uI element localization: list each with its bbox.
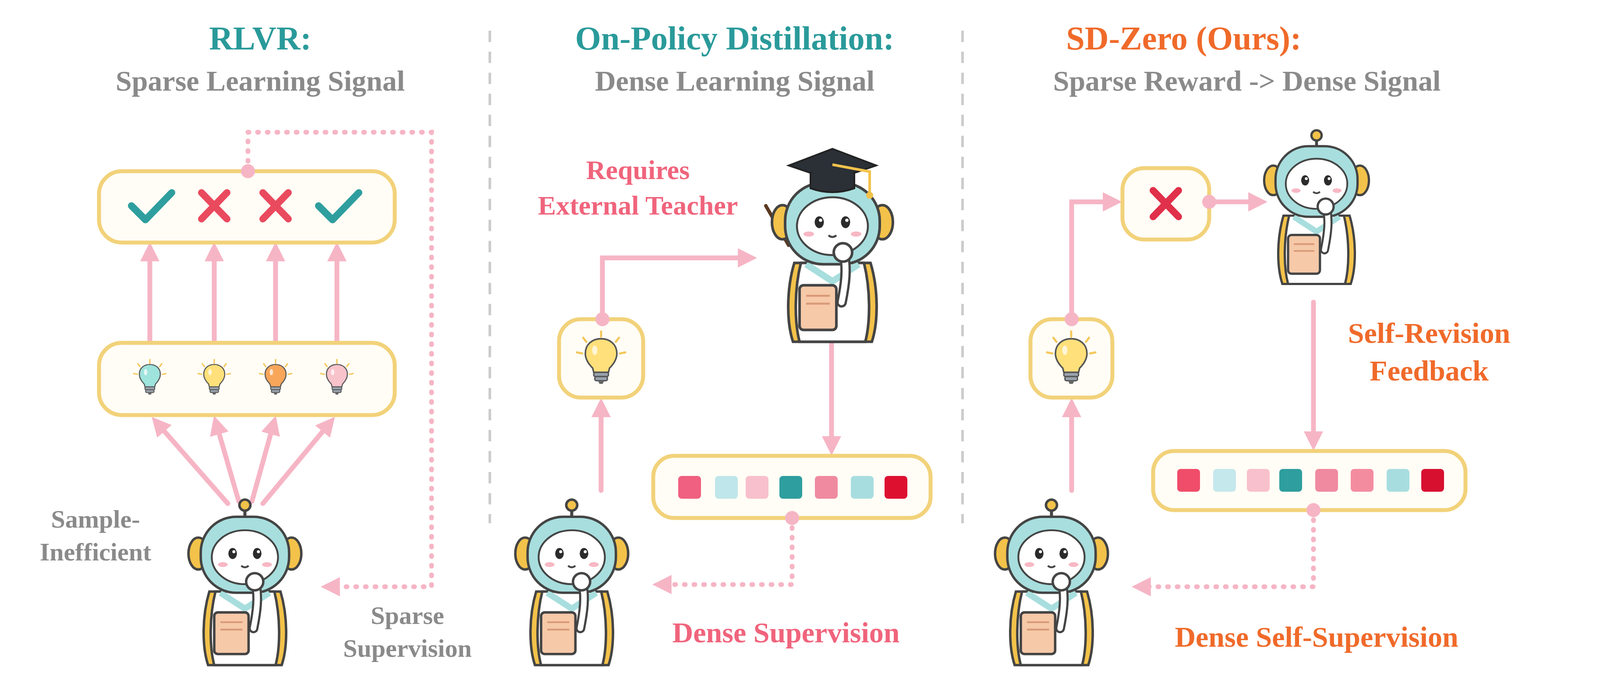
panel-label: Self-Revision Feedback	[1348, 314, 1511, 390]
panel-label: Sparse Reward -> Dense Signal	[1053, 62, 1441, 100]
panel-label: RLVR:	[208, 16, 312, 61]
panel-label: Dense Learning Signal	[594, 62, 875, 100]
panel-label: On-Policy Distillation:	[575, 16, 895, 61]
panel-label: SD-Zero (Ours):	[1066, 16, 1302, 61]
panel-label: Sample- Inefficient	[39, 502, 152, 570]
panel-label: Dense Self-Supervision	[1174, 618, 1459, 657]
panel-label: Requires External Teacher	[538, 152, 738, 224]
panel-label: Dense Supervision	[672, 614, 900, 652]
panel-label: Sparse Learning Signal	[115, 62, 405, 100]
panel-label: Sparse Supervision	[343, 599, 472, 666]
